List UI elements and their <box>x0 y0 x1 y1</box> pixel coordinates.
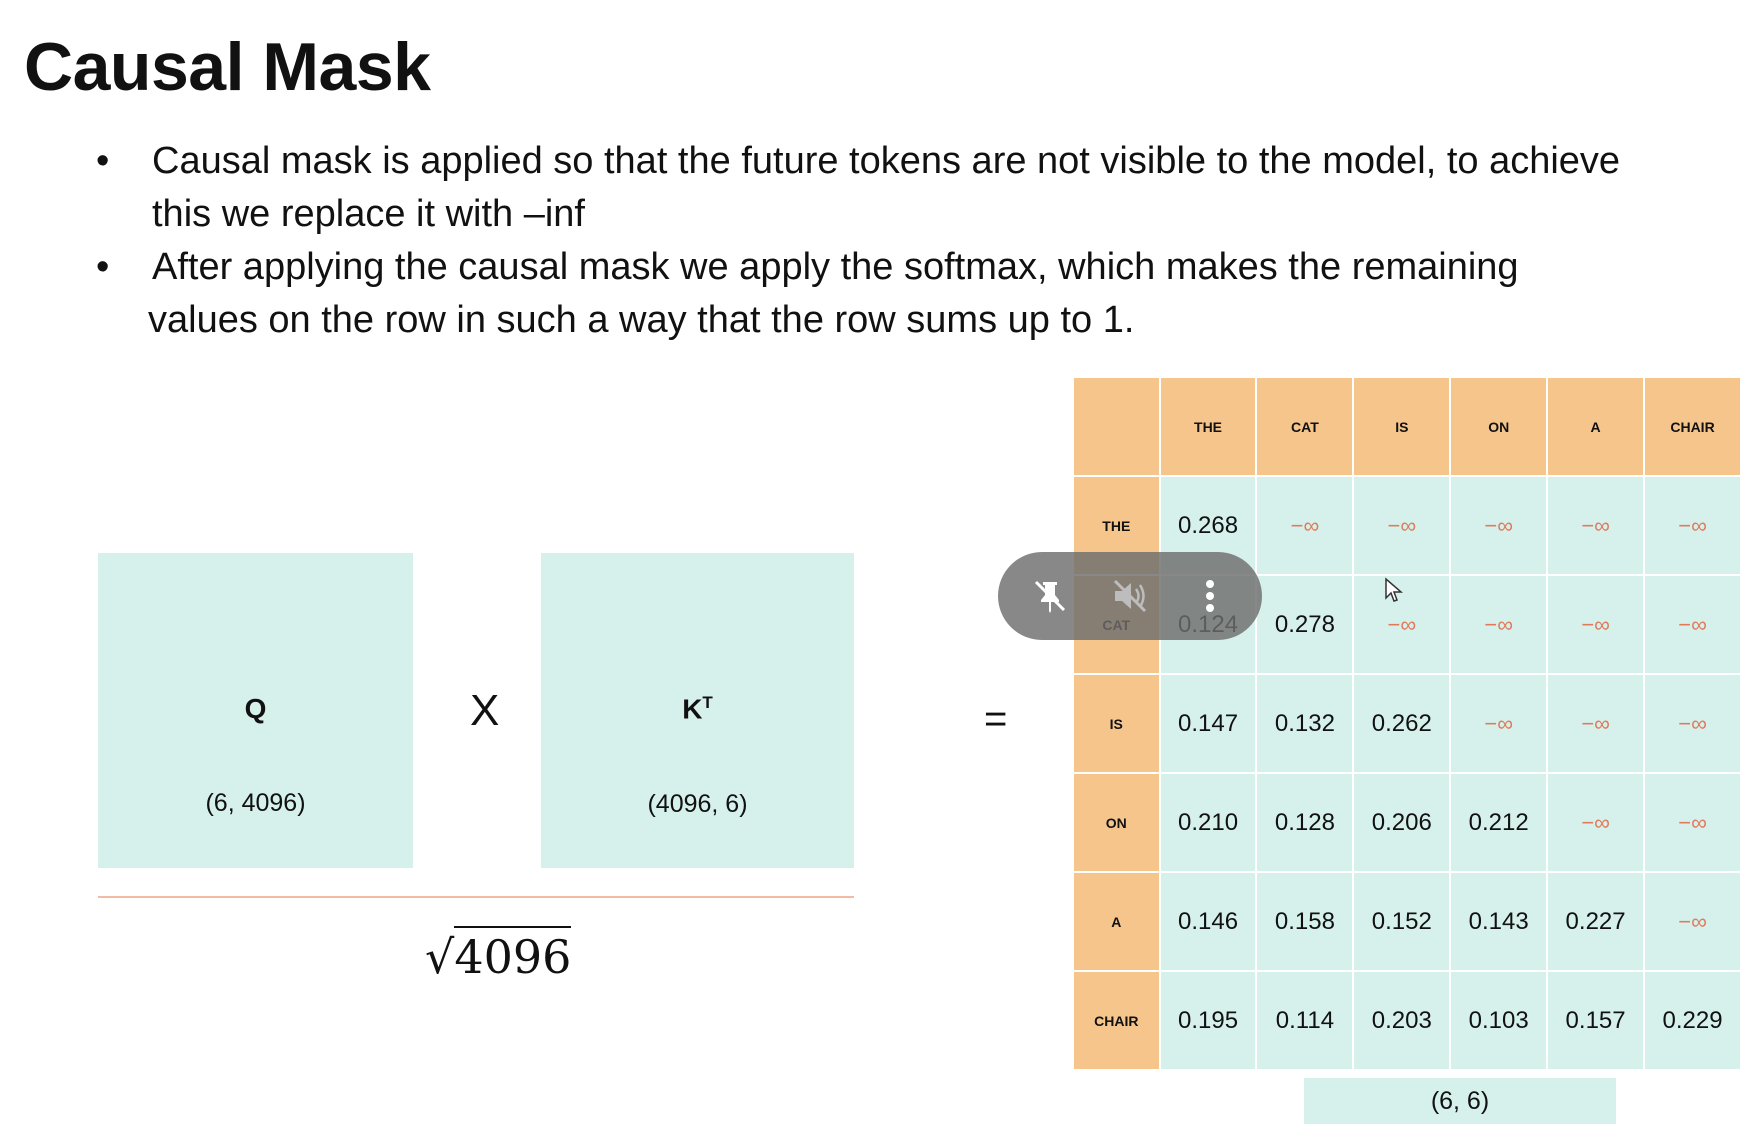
bullet-text: Causal mask is applied so that the futur… <box>152 140 1621 182</box>
matrix-cell: 0.195 <box>1158 970 1258 1071</box>
row-header: IS <box>1072 673 1161 774</box>
column-header: IS <box>1352 376 1452 477</box>
matrix-cell: −∞ <box>1643 871 1742 972</box>
column-header: CAT <box>1255 376 1355 477</box>
matrix-row: A 0.146 0.158 0.152 0.143 0.227 −∞ <box>1072 871 1742 972</box>
row-header: A <box>1072 871 1161 972</box>
matrix-cell: 0.229 <box>1643 970 1742 1071</box>
matrix-cell: 0.158 <box>1255 871 1355 972</box>
column-header: THE <box>1158 376 1258 477</box>
matrix-cell: −∞ <box>1449 574 1549 675</box>
q-dimensions: (6, 4096) <box>205 789 306 817</box>
matrix-row: IS 0.147 0.132 0.262 −∞ −∞ −∞ <box>1072 673 1742 774</box>
matrix-cell: −∞ <box>1352 574 1452 675</box>
matrix-row: CHAIR 0.195 0.114 0.203 0.103 0.157 0.22… <box>1072 970 1742 1071</box>
matrix-cell: 0.227 <box>1546 871 1646 972</box>
matrix-header-row: THE CAT IS ON A CHAIR <box>1072 376 1742 477</box>
matrix-cell: −∞ <box>1352 475 1452 576</box>
matrix-cell: −∞ <box>1449 673 1549 774</box>
bullet-text-cont: this we replace it with –inf <box>152 193 585 235</box>
matrix-cell: 0.210 <box>1158 772 1258 873</box>
matrix-cell: 0.114 <box>1255 970 1355 1071</box>
matrix-row: ON 0.210 0.128 0.206 0.212 −∞ −∞ <box>1072 772 1742 873</box>
matrix-cell: 0.262 <box>1352 673 1452 774</box>
bullet-list: • Causal mask is applied so that the fut… <box>90 135 1730 347</box>
matrix-cell: −∞ <box>1255 475 1355 576</box>
matrix-cell: −∞ <box>1643 475 1742 576</box>
k-transpose-superscript: T <box>702 693 713 712</box>
k-letter: K <box>682 693 703 725</box>
matrix-cell: −∞ <box>1546 574 1646 675</box>
q-label: Q <box>244 693 267 724</box>
denominator-value: 4096 <box>454 926 572 984</box>
row-header: CHAIR <box>1072 970 1161 1071</box>
column-header: CHAIR <box>1643 376 1742 477</box>
fraction-bar <box>98 896 854 898</box>
row-header: ON <box>1072 772 1161 873</box>
bullet-text: After applying the causal mask we apply … <box>152 246 1519 288</box>
q-matrix: Q (6, 4096) <box>98 553 413 868</box>
slide-title: Causal Mask <box>24 29 431 105</box>
column-header: ON <box>1449 376 1549 477</box>
sqrt-denominator: √4096 <box>425 926 572 984</box>
matrix-cell: 0.103 <box>1449 970 1549 1071</box>
attention-matrix: THE CAT IS ON A CHAIR THE 0.268 −∞ −∞ −∞… <box>1072 376 1742 1071</box>
matrix-cell: 0.146 <box>1158 871 1258 972</box>
mute-icon[interactable] <box>1102 568 1158 624</box>
multiply-sign: X <box>470 686 500 735</box>
matrix-cell: 0.157 <box>1546 970 1646 1071</box>
matrix-cell: −∞ <box>1546 673 1646 774</box>
k-dimensions: (4096, 6) <box>647 790 748 818</box>
matrix-cell: −∞ <box>1643 574 1742 675</box>
bullet-item: • Causal mask is applied so that the fut… <box>90 135 1730 241</box>
video-overlay-controls <box>998 552 1262 640</box>
matrix-cell: −∞ <box>1643 673 1742 774</box>
matrix-cell: −∞ <box>1643 772 1742 873</box>
bullet-dot: • <box>96 246 110 288</box>
unpin-icon[interactable] <box>1022 568 1078 624</box>
bullet-item: • After applying the causal mask we appl… <box>90 241 1730 347</box>
matrix-cell: 0.203 <box>1352 970 1452 1071</box>
matrix-cell: 0.128 <box>1255 772 1355 873</box>
matrix-cell: −∞ <box>1546 475 1646 576</box>
matrix-corner-cell <box>1072 376 1161 477</box>
mouse-cursor-icon <box>1384 577 1404 608</box>
matrix-cell: 0.206 <box>1352 772 1452 873</box>
matrix-cell: 0.212 <box>1449 772 1549 873</box>
matrix-cell: −∞ <box>1546 772 1646 873</box>
result-dimensions: (6, 6) <box>1304 1078 1616 1124</box>
more-options-icon[interactable] <box>1182 568 1238 624</box>
matrix-cell: 0.152 <box>1352 871 1452 972</box>
sqrt-symbol: √ <box>425 930 455 984</box>
matrix-cell: 0.147 <box>1158 673 1258 774</box>
k-transpose-matrix: KT (4096, 6) <box>541 553 854 868</box>
matrix-cell: 0.278 <box>1255 574 1355 675</box>
equals-sign: = <box>984 697 1008 741</box>
bullet-text-cont: values on the row in such a way that the… <box>148 299 1135 341</box>
matrix-cell: −∞ <box>1449 475 1549 576</box>
bullet-dot: • <box>96 140 110 182</box>
matrix-cell: 0.132 <box>1255 673 1355 774</box>
matrix-cell: 0.143 <box>1449 871 1549 972</box>
column-header: A <box>1546 376 1646 477</box>
k-label: KT <box>541 693 854 725</box>
